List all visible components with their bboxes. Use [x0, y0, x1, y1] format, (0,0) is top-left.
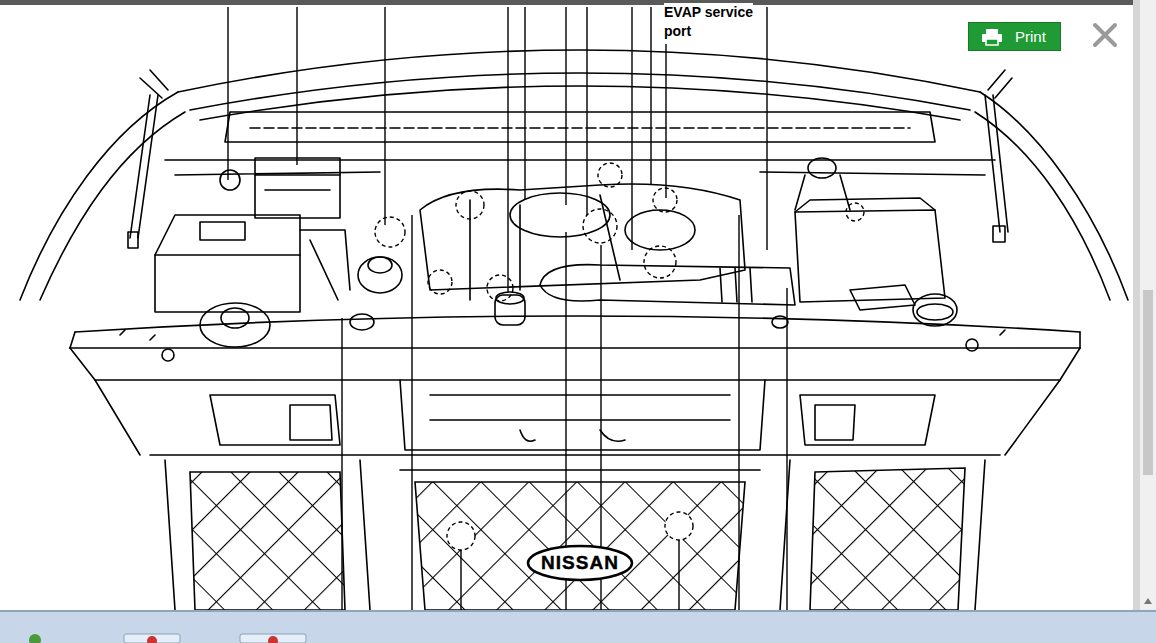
body-outline	[540, 265, 795, 305]
body-outline	[520, 430, 625, 441]
body-outline	[128, 232, 138, 248]
body-outline	[300, 230, 350, 300]
body-outline	[808, 158, 836, 178]
body-outline	[20, 50, 1128, 610]
body-outline	[225, 112, 935, 142]
body-outline	[360, 460, 790, 610]
taskbar-icon	[29, 634, 41, 643]
body-outline	[70, 348, 1080, 455]
callout-leader-lines	[228, 7, 787, 610]
body-outline	[250, 127, 910, 129]
body-outline	[210, 395, 340, 445]
body-outline	[988, 70, 1012, 98]
body-outline	[95, 379, 1060, 381]
location-circles	[375, 217, 405, 247]
grille-mesh	[415, 482, 745, 610]
window-border	[1133, 0, 1140, 610]
body-outline	[200, 222, 245, 240]
body-outline	[255, 175, 340, 190]
body-outline	[140, 70, 168, 98]
body-outline	[190, 73, 970, 110]
body-outline	[966, 339, 978, 351]
body-outline	[220, 170, 240, 190]
body-outline	[495, 295, 525, 325]
location-circles	[583, 209, 617, 243]
body-outline	[496, 292, 524, 304]
body-outline	[150, 454, 1000, 456]
body-outline	[350, 314, 374, 330]
body-outline	[985, 95, 1008, 232]
close-icon	[1095, 25, 1115, 45]
body-outline	[200, 86, 960, 120]
body-outline	[255, 158, 340, 218]
body-outline	[980, 92, 1128, 300]
scrollbar	[1140, 0, 1156, 610]
location-circles	[456, 191, 484, 219]
scroll-arrow	[1144, 598, 1152, 604]
body-outline	[75, 316, 1080, 332]
location-circles	[487, 275, 513, 301]
printer-icon	[981, 28, 1003, 46]
body-outline	[917, 304, 953, 320]
taskbar-edge	[0, 610, 1156, 612]
body-outline	[795, 198, 935, 212]
location-circles	[375, 163, 864, 550]
engine-bay-illustration	[0, 0, 1140, 610]
button-label: Print	[1015, 28, 1046, 45]
engine-bay-illustration	[0, 0, 1140, 5]
location-circles	[846, 203, 864, 221]
location-circles	[644, 246, 676, 278]
grille-mesh	[190, 472, 345, 610]
body-outline	[221, 308, 249, 328]
scrollbar-thumb	[1143, 290, 1153, 475]
nissan-emblem: NISSAN	[526, 544, 634, 582]
body-outline	[430, 395, 730, 420]
body-outline	[975, 112, 1110, 300]
taskbar-icon	[147, 636, 157, 643]
body-outline	[165, 159, 995, 161]
body-outline	[40, 112, 185, 300]
body-outline	[720, 268, 752, 302]
body-outline	[120, 330, 1005, 340]
emblem-text: NISSAN	[526, 552, 634, 574]
grille-mesh	[810, 468, 965, 610]
body-outline	[625, 210, 695, 250]
body-outline	[470, 195, 620, 300]
callout-leader-lines	[342, 215, 787, 610]
callout-label: EVAP service port	[664, 3, 753, 41]
print-button: Print	[968, 22, 1061, 51]
grille-mesh	[190, 468, 965, 610]
body-outline	[290, 405, 855, 440]
body-outline	[420, 184, 745, 290]
close-icon	[1095, 25, 1115, 45]
body-outline	[850, 285, 915, 310]
body-outline	[155, 215, 300, 255]
body-outline	[358, 257, 402, 293]
body-outline	[162, 349, 174, 361]
body-outline	[368, 257, 392, 273]
location-circles	[428, 270, 452, 294]
body-outline	[400, 380, 765, 450]
body-outline	[993, 226, 1005, 242]
body-outline	[400, 469, 760, 471]
location-circles	[653, 188, 677, 212]
body-outline	[165, 460, 985, 610]
body-outline	[800, 395, 935, 445]
body-outline	[70, 347, 1080, 349]
location-circles	[665, 512, 693, 540]
body-outline	[70, 332, 1080, 348]
taskbar-icon	[268, 636, 278, 643]
location-circles	[598, 163, 622, 187]
body-outline	[130, 95, 158, 238]
taskbar	[0, 610, 1156, 643]
location-circles	[447, 522, 475, 550]
callout-leader-lines	[228, 7, 767, 292]
